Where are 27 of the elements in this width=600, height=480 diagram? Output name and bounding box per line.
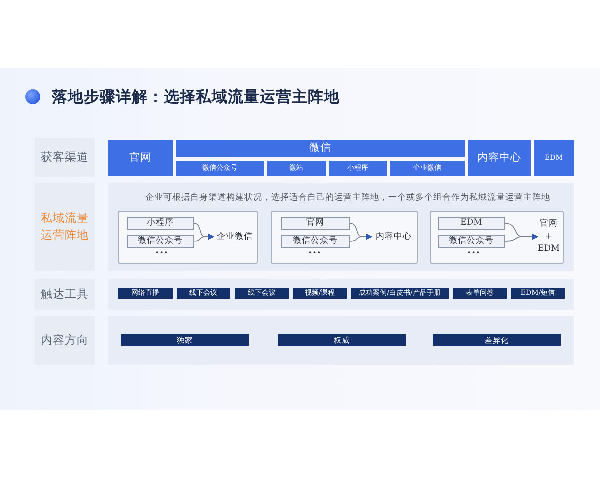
row-label: 内容方向: [35, 316, 95, 365]
arrow: [194, 223, 214, 240]
option-box: 微信公众号: [127, 235, 194, 248]
target-text: 官网 + EDM: [538, 216, 560, 258]
row-label: 私域流量运营阵地: [35, 183, 95, 271]
option-box: 微信公众号: [438, 235, 505, 248]
channel-box: 内容中心: [468, 140, 531, 176]
target-text: 企业微信: [214, 229, 256, 245]
description-text: 企业可根据自身渠道构建状况，选择适合自己的运营主阵地，一个或多个组合作为私域流量运营主阵地: [144, 193, 552, 204]
title: 落地步骤详解：选择私域流量运营主阵地: [52, 87, 340, 108]
target-text: 内容中心: [372, 229, 416, 245]
panel: [108, 279, 574, 310]
arrow: [504, 223, 538, 240]
row-label: 获客渠道: [35, 138, 95, 177]
row-label: 触达工具: [35, 279, 95, 310]
option-box: EDM: [438, 217, 505, 230]
channel-box: 微信: [176, 140, 465, 157]
sub-panel: [118, 211, 258, 264]
option-box: 官网: [281, 217, 350, 230]
sub-panel: [271, 211, 418, 264]
option-box: 小程序: [127, 217, 194, 230]
panel: [108, 183, 574, 271]
channel-box: 官网: [108, 140, 173, 176]
arrow: [350, 223, 372, 240]
option-box: 微信公众号: [281, 235, 350, 248]
sub-panel: [430, 211, 564, 264]
panel: [108, 316, 574, 365]
